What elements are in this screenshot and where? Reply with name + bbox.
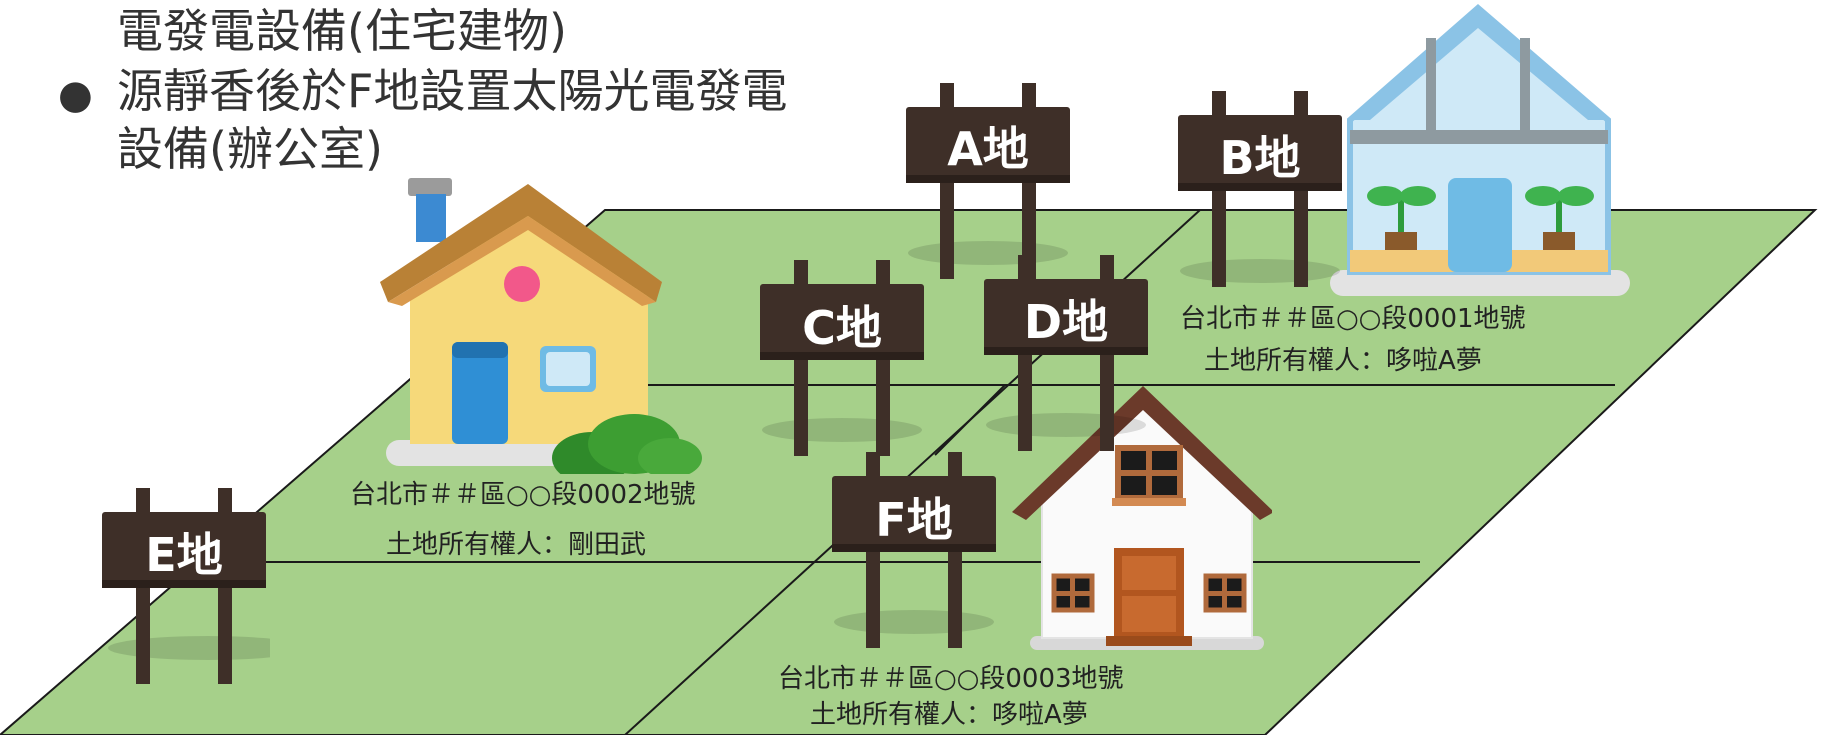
bullet-line-2: 源靜香後於F地設置太陽光電發電 bbox=[117, 64, 788, 118]
sign-a bbox=[906, 83, 1070, 279]
sign-f bbox=[832, 452, 996, 648]
sprout-icon bbox=[1367, 186, 1436, 250]
bullet-line-3: 設備(辦公室) bbox=[117, 122, 383, 176]
bullet-line-1: 電發電設備(住宅建物) bbox=[117, 4, 567, 58]
sign-e bbox=[102, 488, 270, 684]
greenhouse-icon bbox=[1330, 4, 1630, 296]
white-house-address: 台北市＃＃區○○段0003地號 bbox=[778, 664, 1124, 694]
sign-c bbox=[760, 260, 924, 456]
greenhouse-owner: 土地所有權人：哆啦A夢 bbox=[1204, 346, 1482, 376]
yellow-house-owner: 土地所有權人：剛田武 bbox=[386, 530, 647, 560]
white-house-owner: 土地所有權人：哆啦A夢 bbox=[810, 700, 1088, 730]
greenhouse-address: 台北市＃＃區○○段0001地號 bbox=[1180, 304, 1526, 334]
sign-d bbox=[984, 255, 1148, 451]
yellow-house-address: 台北市＃＃區○○段0002地號 bbox=[350, 480, 696, 510]
bush-icon bbox=[552, 414, 702, 474]
sprout-icon bbox=[1525, 186, 1594, 250]
white-house-icon bbox=[1012, 386, 1272, 650]
bullet-dot: ● bbox=[58, 72, 93, 118]
field-col-line-2 bbox=[934, 384, 1006, 456]
sign-b bbox=[1178, 91, 1342, 287]
